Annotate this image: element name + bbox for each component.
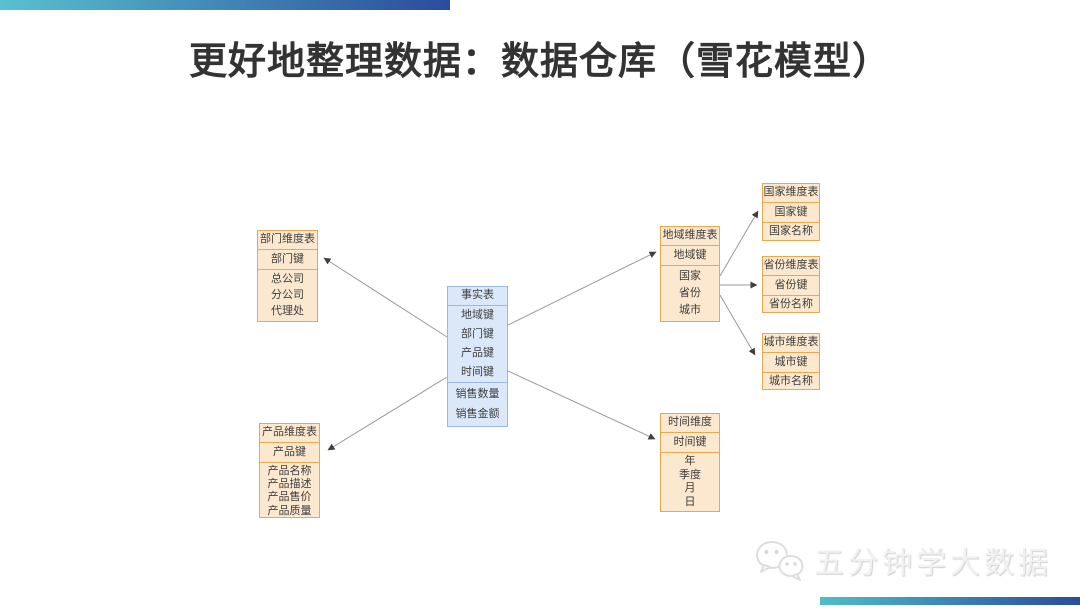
province-dim-keys: 省份键 (763, 275, 819, 295)
product-dim: 产品维度表产品键产品名称产品描述产品售价产品质量 (259, 423, 320, 518)
field-label: 城市 (679, 303, 701, 316)
table-title: 城市维度表 (763, 336, 819, 349)
field-label: 部门键 (271, 252, 304, 265)
table-title: 产品维度表 (262, 426, 317, 439)
city-dim-attrs: 城市名称 (763, 372, 819, 390)
city-dim: 城市维度表城市键城市名称 (762, 333, 820, 390)
table-title: 时间维度 (668, 416, 712, 429)
page-title: 更好地整理数据：数据仓库（雪花模型） (188, 41, 891, 83)
country-dim-keys: 国家键 (763, 202, 819, 222)
fact-to-region-arrow (507, 251, 657, 326)
field-label: 时间键 (673, 435, 707, 448)
table-title: 事实表 (461, 289, 494, 302)
field-label: 代理处 (271, 304, 304, 317)
dept-dim-header: 部门维度表 (258, 231, 317, 249)
field-label: 产品键 (273, 445, 306, 458)
field-label: 年 (684, 455, 696, 468)
table-title: 地域维度表 (662, 229, 718, 242)
time-dim-header: 时间维度 (661, 414, 719, 432)
field-label: 部门键 (461, 327, 494, 340)
region-to-city-arrow (719, 294, 756, 356)
product-dim-attrs: 产品名称产品描述产品售价产品质量 (260, 462, 319, 520)
table-title: 国家维度表 (763, 186, 819, 199)
field-label: 总公司 (271, 273, 304, 286)
watermark: 五分钟学大数据 (754, 538, 1052, 582)
fact-table: 事实表地域键部门键产品键时间键销售数量销售金额 (447, 286, 508, 427)
fact-to-product-arrow (327, 376, 448, 451)
province-dim-header: 省份维度表 (763, 257, 819, 275)
time-dim-attrs: 年季度月日 (661, 452, 719, 511)
table-title: 部门维度表 (260, 233, 315, 246)
field-label: 销售数量 (455, 388, 500, 401)
wechat-chat-bubbles-icon (756, 541, 804, 581)
field-label: 产品售价 (267, 491, 312, 504)
field-label: 地域键 (461, 308, 494, 321)
field-label: 月 (684, 482, 696, 495)
field-label: 省份 (679, 286, 701, 299)
dept-dim-keys: 部门键 (258, 249, 317, 269)
field-label: 城市键 (774, 355, 808, 368)
region-to-country-arrow (719, 210, 759, 277)
time-dim-keys: 时间键 (661, 432, 719, 452)
field-label: 产品键 (461, 346, 494, 359)
fact-table-keys: 地域键部门键产品键时间键 (448, 305, 507, 382)
top-accent-bar (0, 0, 450, 10)
fact-to-dept-arrow (323, 257, 448, 338)
region-dim-attrs: 国家省份城市 (661, 265, 719, 321)
city-dim-keys: 城市键 (763, 352, 819, 372)
product-dim-header: 产品维度表 (260, 424, 319, 442)
field-label: 产品质量 (267, 504, 312, 517)
fact-table-header: 事实表 (448, 287, 507, 305)
field-label: 城市名称 (769, 375, 813, 387)
field-label: 产品描述 (267, 478, 312, 491)
product-dim-keys: 产品键 (260, 442, 319, 462)
country-dim: 国家维度表国家键国家名称 (762, 183, 820, 241)
fact-table-attrs: 销售数量销售金额 (448, 382, 507, 426)
field-label: 国家名称 (769, 225, 813, 237)
dept-dim: 部门维度表部门键总公司分公司代理处 (257, 230, 318, 322)
region-dim-keys: 地域键 (661, 245, 719, 265)
country-dim-header: 国家维度表 (763, 184, 819, 202)
field-label: 销售金额 (455, 407, 500, 420)
field-label: 地域键 (673, 248, 707, 261)
province-dim: 省份维度表省份键省份名称 (762, 256, 820, 313)
field-label: 省份键 (774, 278, 808, 291)
time-dim: 时间维度时间键年季度月日 (660, 413, 720, 512)
bottom-accent-bar (820, 597, 1080, 605)
watermark-label: 五分钟学大数据 (814, 547, 1052, 580)
region-dim-header: 地域维度表 (661, 227, 719, 245)
country-dim-attrs: 国家名称 (763, 222, 819, 240)
table-title: 省份维度表 (763, 259, 819, 272)
field-label: 产品名称 (267, 465, 312, 477)
region-dim: 地域维度表地域键国家省份城市 (660, 226, 720, 322)
field-label: 时间键 (461, 365, 494, 378)
field-label: 省份名称 (769, 298, 813, 310)
field-label: 国家键 (774, 205, 808, 218)
dept-dim-attrs: 总公司分公司代理处 (258, 269, 317, 321)
city-dim-header: 城市维度表 (763, 334, 819, 352)
field-label: 日 (684, 495, 696, 508)
field-label: 国家 (679, 269, 701, 282)
province-dim-attrs: 省份名称 (763, 295, 819, 313)
fact-to-time-arrow (507, 370, 656, 440)
field-label: 分公司 (271, 288, 304, 301)
field-label: 季度 (679, 468, 701, 481)
